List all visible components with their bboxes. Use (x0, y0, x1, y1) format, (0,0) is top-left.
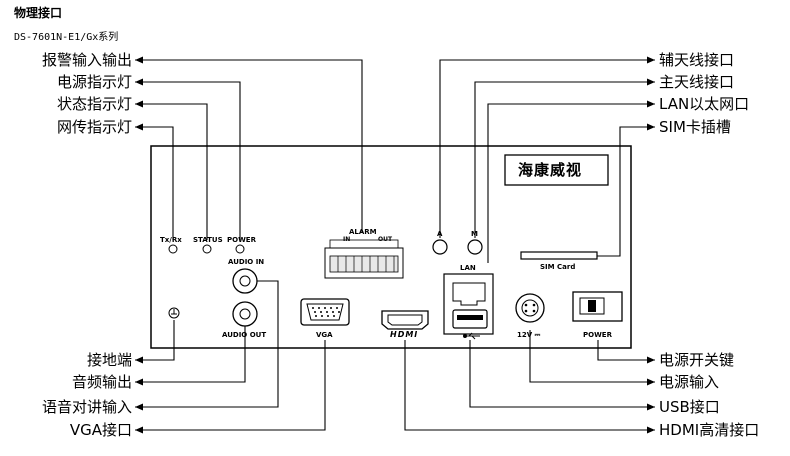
aux-antenna-port-icon (432, 239, 448, 255)
txrx-led-label: Tx/Rx (160, 236, 182, 244)
usb-symbol-icon (463, 332, 480, 340)
lan-label: LAN (460, 264, 476, 272)
brand-box (504, 154, 609, 186)
label-alarm-io: 报警输入输出 (41, 51, 132, 69)
callout-lines (135, 59, 655, 431)
ground-icon (168, 307, 180, 319)
label-main-antenna: 主天线接口 (659, 73, 735, 91)
usb-port-icon (452, 309, 488, 329)
vga-port-icon (300, 298, 350, 326)
antenna-m-label: M (471, 230, 478, 238)
label-aux-antenna: 辅天线接口 (659, 51, 735, 69)
model-label: DS-7601N-E1/Gx系列 (14, 32, 119, 43)
label-power-input: 电源输入 (659, 373, 720, 391)
alarm-in-label: IN (343, 236, 351, 243)
power-switch-label: POWER (583, 331, 612, 339)
label-status-led: 状态指示灯 (56, 95, 132, 113)
hdmi-port-icon (381, 310, 429, 330)
diagram-title: 物理接口 (14, 6, 63, 20)
label-audio-out: 音频输出 (71, 373, 132, 391)
label-vga: VGA接口 (69, 421, 132, 439)
callout-arrowheads (135, 56, 655, 434)
label-network-led: 网传指示灯 (56, 118, 132, 136)
vga-label: VGA (316, 331, 333, 339)
label-lan: LAN以太网口 (659, 95, 750, 113)
dc-voltage-label: 12V ⎓ (517, 331, 541, 339)
brand-logo: 海康威视 (518, 161, 583, 179)
label-sim: SIM卡插槽 (659, 118, 731, 136)
alarm-terminal-icon (324, 239, 404, 279)
label-power-switch: 电源开关键 (659, 351, 735, 369)
label-audio-in: 语音对讲输入 (41, 398, 132, 416)
alarm-out-label: OUT (378, 236, 393, 243)
antenna-a-label: A (437, 230, 443, 238)
status-led-icon (202, 244, 212, 254)
status-led-label: STATUS (193, 236, 223, 244)
main-antenna-port-icon (467, 239, 483, 255)
label-usb: USB接口 (659, 398, 720, 416)
power-switch-icon (572, 291, 623, 322)
power-led-label: POWER (227, 236, 256, 244)
audio-out-label: AUDIO OUT (222, 331, 267, 339)
alarm-label: ALARM (349, 228, 377, 236)
txrx-led-icon (168, 244, 178, 254)
sim-card-label: SIM Card (540, 263, 576, 271)
audio-out-jack-icon (232, 301, 258, 327)
audio-in-label: AUDIO IN (228, 258, 265, 266)
audio-in-jack-icon (232, 268, 258, 294)
sim-slot-icon (520, 251, 598, 260)
power-led-icon (235, 244, 245, 254)
hdmi-logo: HDMI (390, 330, 419, 339)
label-hdmi: HDMI高清接口 (659, 421, 760, 439)
label-power-led: 电源指示灯 (56, 73, 132, 91)
dc-power-jack-icon (515, 293, 545, 323)
label-ground: 接地端 (86, 351, 132, 369)
